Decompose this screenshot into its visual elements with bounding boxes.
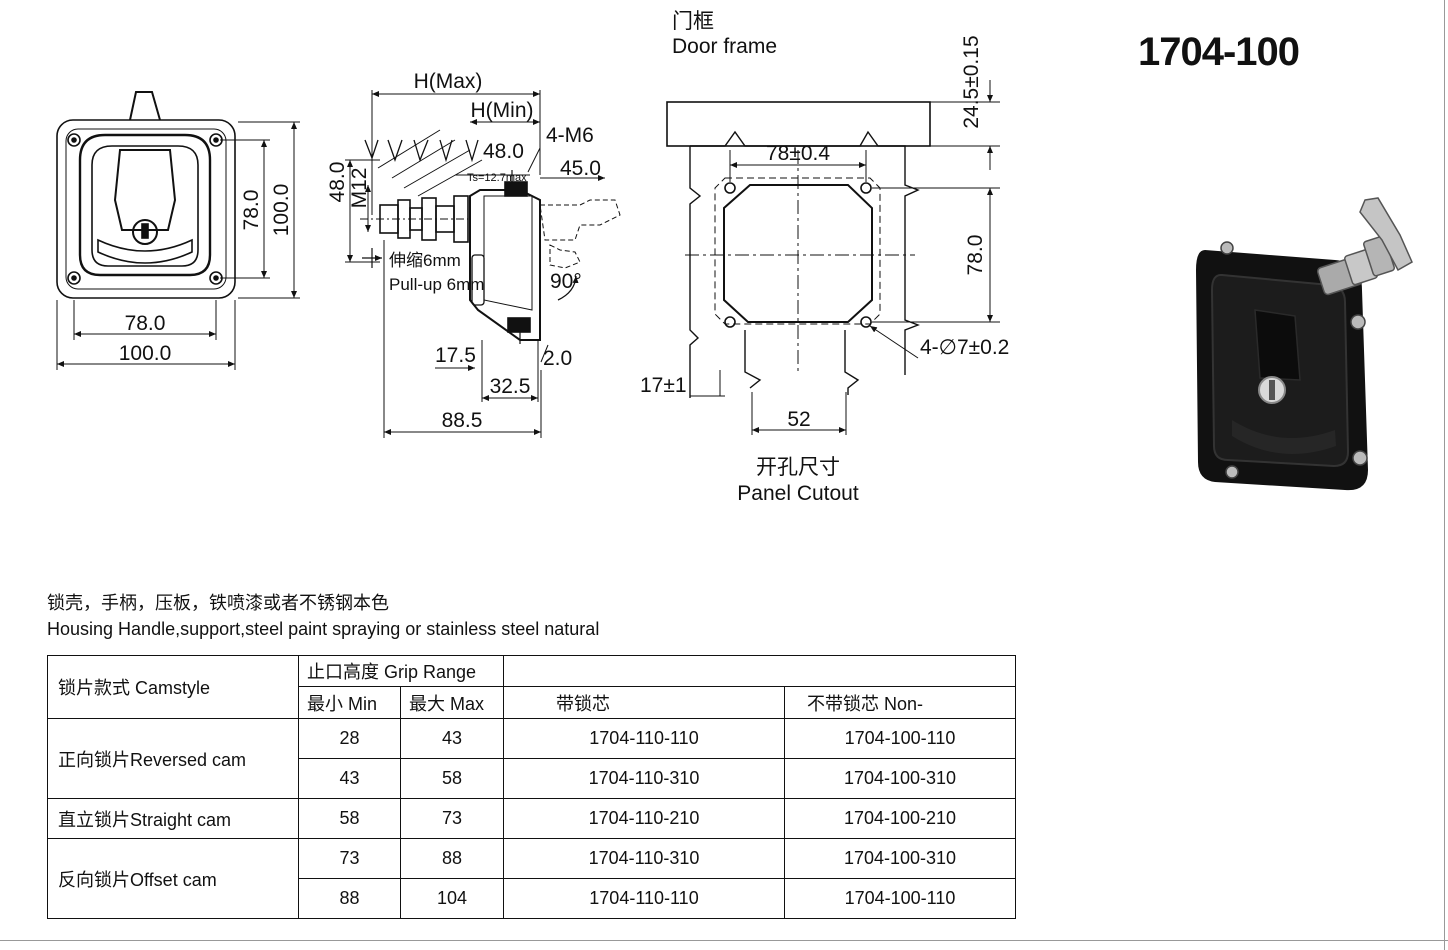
table-row: 正向锁片Reversed cam 28 43 1704-110-110 1704… [47,718,1016,799]
table-row: 88 104 1704-110-110 1704-100-110 [48,878,1016,919]
label-ts: Ts=12.7max [467,172,527,184]
label-door-frame-en: Door frame [672,35,777,58]
with-lock-code-cell: 1704-110-110 [503,718,785,759]
with-lock-code-cell: 1704-110-110 [503,878,785,919]
grip-min-cell: 73 [298,838,401,879]
note-en: Housing Handle,support,steel paint spray… [47,619,600,639]
table-header-row-2: 最小 Min 最大 Max 带锁芯 不带锁芯 Non- [48,686,1016,719]
product-photo [1196,197,1413,491]
dim-h-max: H(Max) [414,70,483,93]
dim-front-height-inner: 78.0 [240,190,263,231]
grip-max-cell: 58 [400,758,504,799]
without-lock-code-cell: 1704-100-110 [784,878,1016,919]
dim-h-min: H(Min) [471,99,534,122]
dim-front-height-outer: 100.0 [270,184,293,237]
dim-side-17-5: 17.5 [435,344,476,367]
label-4-m6: 4-M6 [546,124,594,147]
dim-side-48b: 48.0 [326,162,349,203]
grip-max-cell: 43 [400,718,504,759]
without-lock-code-cell: 1704-100-210 [784,798,1016,839]
with-lock-code-cell: 1704-110-210 [503,798,785,839]
header-blank [503,655,1016,687]
dim-side-88-5: 88.5 [442,409,483,432]
grip-max-cell: 73 [400,798,504,839]
page-edge-bottom [0,940,1448,941]
header-max: 最大 Max [400,686,504,719]
header-camstyle: 锁片款式 Camstyle [47,655,299,719]
camstyle-reversed: 正向锁片Reversed cam [47,718,299,799]
without-lock-code-cell: 1704-100-110 [784,718,1016,759]
dim-cutout-52: 52 [787,408,810,431]
side-view-drawing [345,90,621,438]
camstyle-straight: 直立锁片Straight cam [47,798,299,839]
dim-front-width-inner: 78.0 [125,312,166,335]
grip-min-cell: 88 [298,878,401,919]
without-lock-code-cell: 1704-100-310 [784,758,1016,799]
header-without-lock: 不带锁芯 Non- [784,686,1016,719]
dim-cutout-17: 17±1 [640,374,687,397]
dim-side-32-5: 32.5 [490,375,531,398]
part-number-title: 1704-100 [1138,30,1300,74]
label-holes: 4-∅7±0.2 [920,336,1009,359]
label-stroke-cn: 伸缩6mm [389,251,461,270]
grip-min-cell: 43 [298,758,401,799]
header-min: 最小 Min [298,686,401,719]
grip-min-cell: 58 [298,798,401,839]
dim-side-48a: 48.0 [483,140,524,163]
table-row: 反向锁片Offset cam 73 88 1704-110-310 1704-1… [47,838,1016,919]
label-door-frame-cn: 门框 [672,10,714,33]
technical-drawings: 78.0 100.0 78.0 100.0 [56,10,1413,505]
grip-max-cell: 88 [400,838,504,879]
label-panel-cn: 开孔尺寸 [756,456,840,479]
dim-front-width-outer: 100.0 [119,342,172,365]
with-lock-code-cell: 1704-110-310 [503,758,785,799]
page-edge-right [1444,0,1445,950]
label-stroke-en: Pull-up 6mm [389,275,484,294]
grip-max-cell: 104 [400,878,504,919]
header-grip-range: 止口高度 Grip Range [298,655,504,687]
label-panel-en: Panel Cutout [737,482,859,505]
label-angle: 90° [550,270,582,293]
with-lock-code-cell: 1704-110-310 [503,838,785,879]
without-lock-code-cell: 1704-100-310 [784,838,1016,879]
model-spec-table: 锁片款式 Camstyle 止口高度 Grip Range 最小 Min 最大 … [47,655,1016,919]
panel-cutout-drawing [666,80,1000,435]
dim-cutout-78a: 78±0.4 [766,142,830,165]
dim-side-2-0: 2.0 [543,347,572,370]
dim-cutout-78b: 78.0 [964,235,987,276]
material-notes: 锁壳，手柄，压板，铁喷漆或者不锈钢本色 Housing Handle,suppo… [47,590,599,642]
camstyle-offset: 反向锁片Offset cam [47,838,299,919]
table-header-row-1: 锁片款式 Camstyle 止口高度 Grip Range [47,655,1016,719]
dim-side-45: 45.0 [560,157,601,180]
label-m12: M12 [348,168,371,209]
note-cn: 锁壳，手柄，压板，铁喷漆或者不锈钢本色 [47,593,389,613]
table-row: 直立锁片Straight cam 58 73 1704-110-210 1704… [47,798,1016,839]
header-with-lock: 带锁芯 [503,686,785,719]
front-view-drawing [56,91,300,370]
dim-cutout-24-5: 24.5±0.15 [960,35,983,128]
grip-min-cell: 28 [298,718,401,759]
